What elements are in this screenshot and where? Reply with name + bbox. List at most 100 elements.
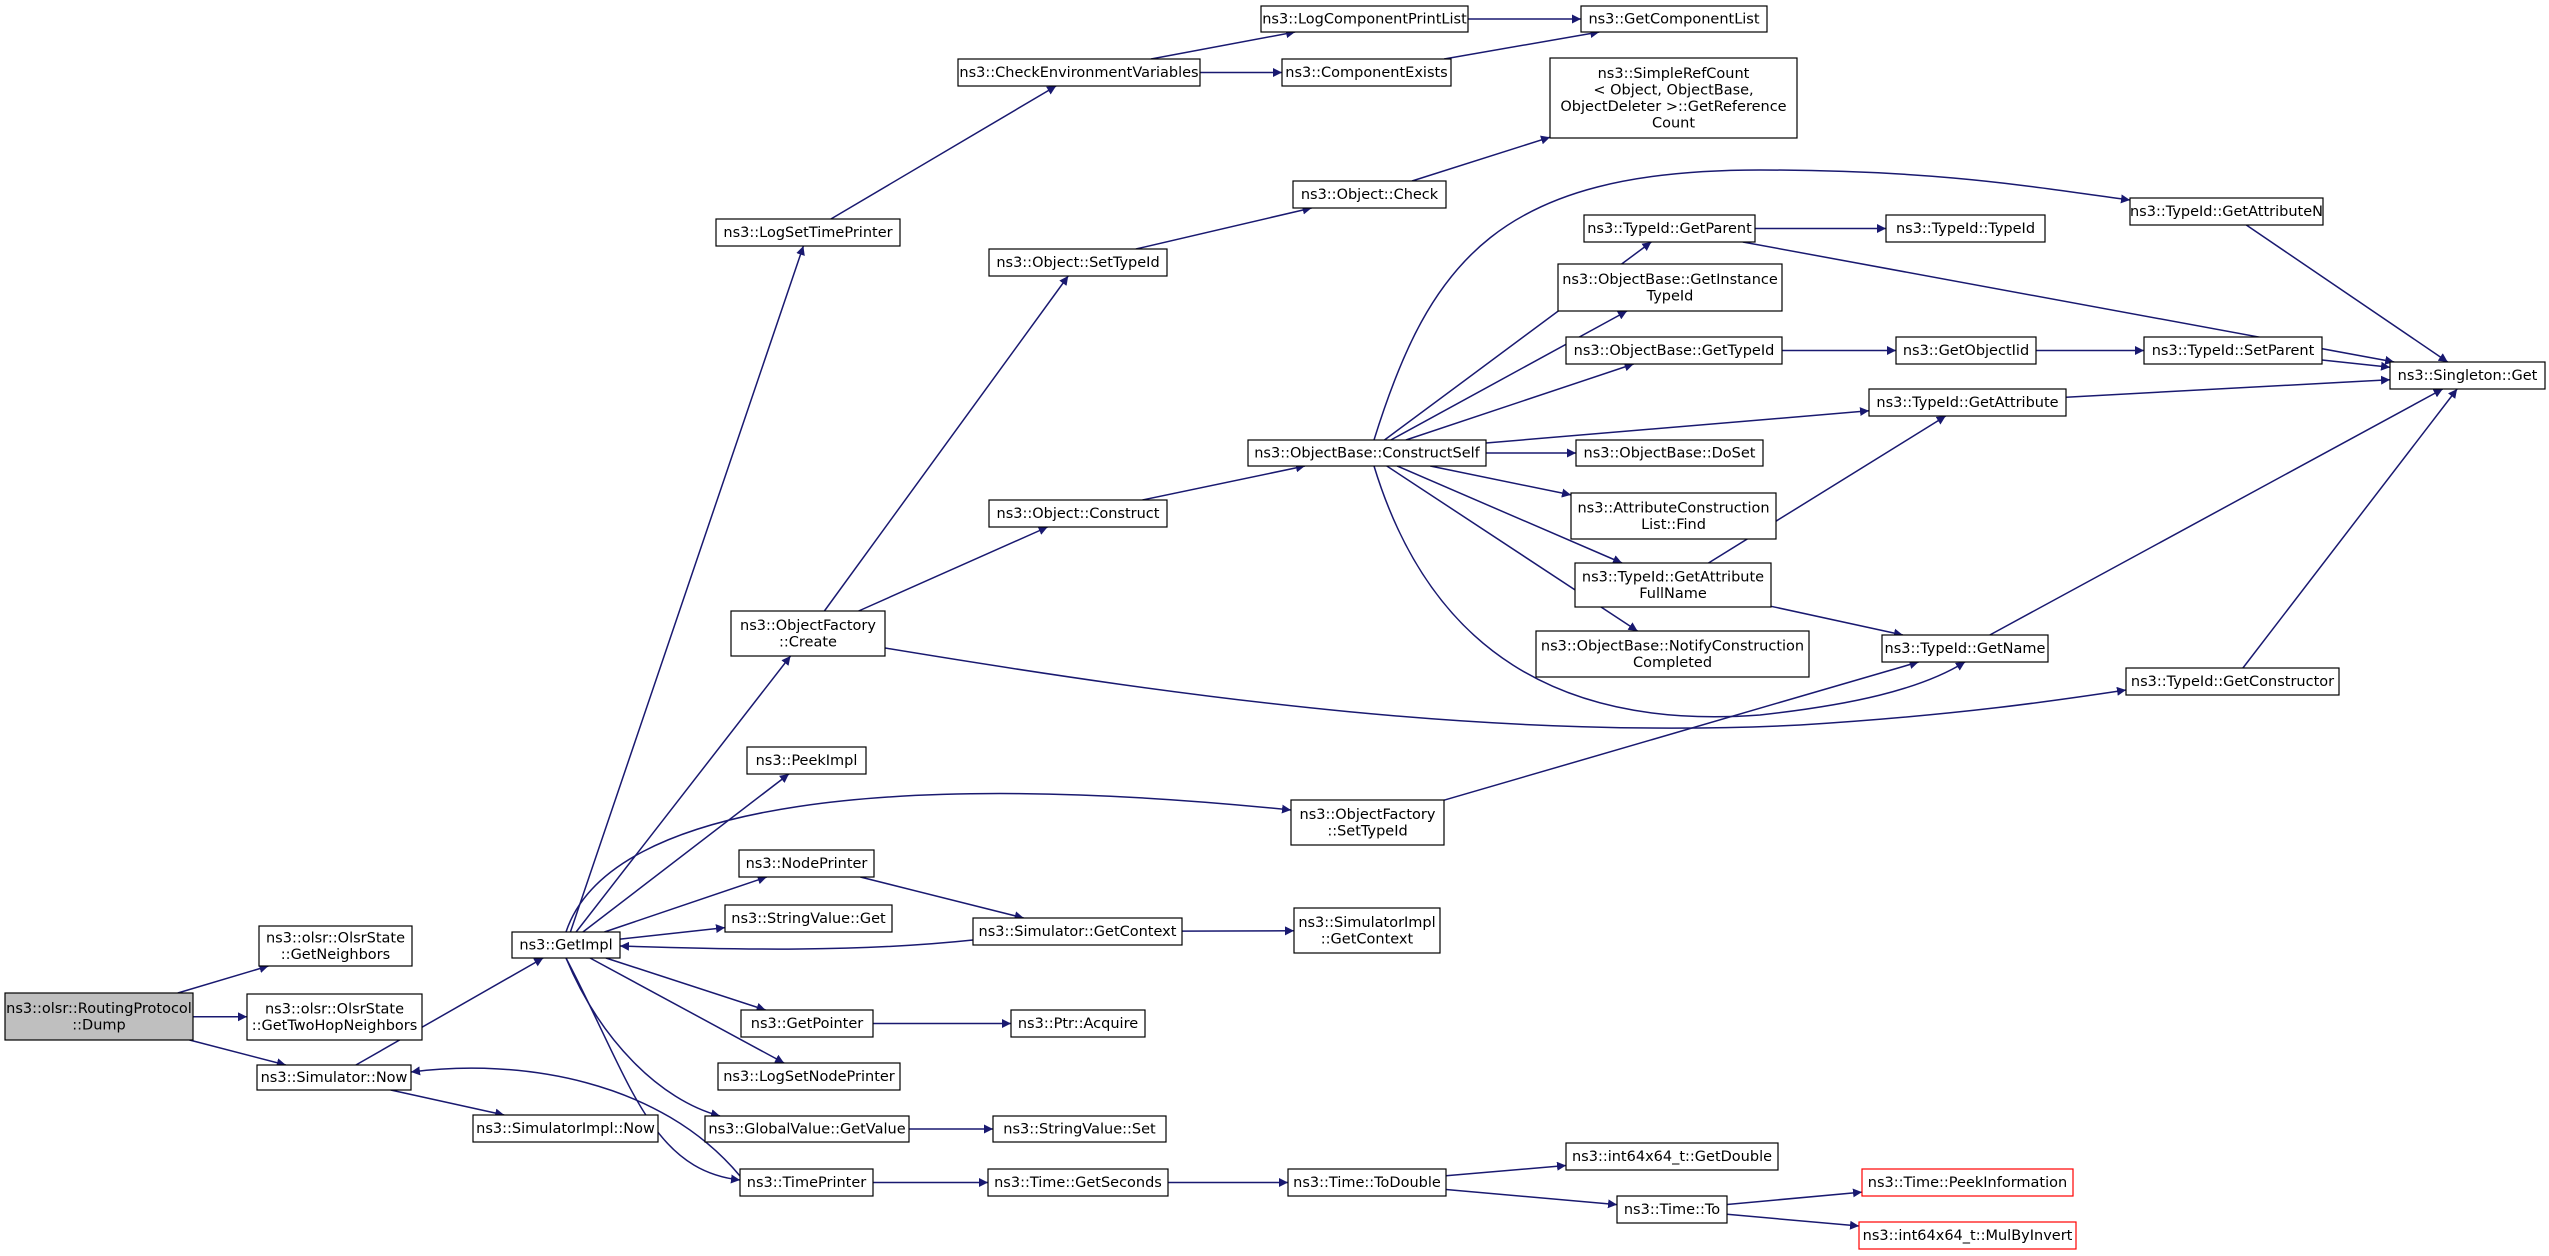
- node-singletonGet[interactable]: ns3::Singleton::Get: [2389, 361, 2546, 390]
- node-timePrinter[interactable]: ns3::TimePrinter: [739, 1168, 874, 1197]
- node-int64GetDouble[interactable]: ns3::int64x64_t::GetDouble: [1565, 1142, 1779, 1171]
- edge-line: [1411, 135, 1551, 182]
- node-timeGetSeconds[interactable]: ns3::Time::GetSeconds: [987, 1168, 1169, 1197]
- edge-line: [582, 773, 790, 933]
- edge-checkEnv-to-logCompPrintList: [1150, 29, 1296, 60]
- edge-line: [2065, 375, 2391, 398]
- edge-getImpl-to-peekImpl: [582, 773, 790, 933]
- node-timeToDouble[interactable]: ns3::Time::ToDouble: [1287, 1168, 1447, 1197]
- node-label: FullName: [1639, 586, 1707, 602]
- node-timeTo[interactable]: ns3::Time::To: [1616, 1195, 1728, 1224]
- node-label: ns3::ObjectFactory: [1300, 807, 1436, 823]
- node-ptrAcquire[interactable]: ns3::Ptr::Acquire: [1010, 1009, 1146, 1038]
- node-label: ns3::TypeId::GetAttribute: [1876, 395, 2058, 411]
- edge-objFactorySetTypeId-to-typeIdGetName: [1443, 660, 1919, 801]
- node-typeIdGetName[interactable]: ns3::TypeId::GetName: [1881, 634, 2049, 663]
- node-peekImpl[interactable]: ns3::PeekImpl: [746, 746, 867, 775]
- node-peekInformation[interactable]: ns3::Time::PeekInformation: [1861, 1168, 2074, 1197]
- node-box: [730, 610, 886, 657]
- edge-line: [1443, 29, 1600, 60]
- node-getNeighbors[interactable]: ns3::olsr::OlsrState::GetNeighbors: [258, 925, 413, 967]
- node-stringValueSet[interactable]: ns3::StringValue::Set: [992, 1115, 1167, 1143]
- node-stringValueGet[interactable]: ns3::StringValue::Get: [724, 904, 893, 933]
- edge-line: [589, 957, 785, 1064]
- node-getObjectIid[interactable]: ns3::GetObjectIid: [1895, 336, 2037, 365]
- node-typeIdTypeId[interactable]: ns3::TypeId::TypeId: [1885, 214, 2046, 243]
- node-objFactoryCreate[interactable]: ns3::ObjectFactory::Create: [730, 610, 886, 657]
- node-objFactorySetTypeId[interactable]: ns3::ObjectFactory::SetTypeId: [1290, 799, 1445, 846]
- edge-line: [189, 1039, 286, 1068]
- node-simpleRefCount[interactable]: ns3::SimpleRefCount< Object, ObjectBase,…: [1549, 57, 1798, 139]
- node-box: [715, 218, 901, 247]
- node-getConstructor[interactable]: ns3::TypeId::GetConstructor: [2125, 667, 2340, 696]
- node-checkEnv[interactable]: ns3::CheckEnvironmentVariables: [957, 58, 1201, 87]
- node-getImpl[interactable]: ns3::GetImpl: [511, 931, 621, 959]
- edge-getImpl-to-stringValueGet: [619, 924, 726, 940]
- node-simImplNow[interactable]: ns3::SimulatorImpl::Now: [472, 1114, 659, 1143]
- node-objSetTypeId[interactable]: ns3::Object::SetTypeId: [988, 248, 1168, 277]
- node-logSetTimePrinter[interactable]: ns3::LogSetTimePrinter: [715, 218, 901, 247]
- node-box: [256, 1064, 412, 1091]
- node-getAttributeN[interactable]: ns3::TypeId::GetAttributeN: [2129, 197, 2324, 226]
- edge-line: [605, 957, 766, 1012]
- node-box: [1858, 1221, 2077, 1250]
- node-label: ::GetContext: [1321, 931, 1414, 947]
- node-box: [1557, 263, 1783, 312]
- node-label: ::GetNeighbors: [281, 947, 390, 963]
- edge-line: [390, 1089, 505, 1118]
- node-box: [1868, 388, 2067, 417]
- node-constructSelf[interactable]: ns3::ObjectBase::ConstructSelf: [1247, 439, 1487, 467]
- node-label: ns3::Object::Construct: [997, 506, 1160, 522]
- node-objBaseGetTypeId[interactable]: ns3::ObjectBase::GetTypeId: [1565, 336, 1783, 365]
- node-box: [740, 1009, 874, 1038]
- edge-line: [1405, 362, 1634, 441]
- node-typeIdGetAttribute[interactable]: ns3::TypeId::GetAttribute: [1868, 388, 2067, 417]
- node-typeIdSetParent[interactable]: ns3::TypeId::SetParent: [2143, 336, 2323, 365]
- node-globalValueGetValue[interactable]: ns3::GlobalValue::GetValue: [704, 1115, 910, 1143]
- node-simNow[interactable]: ns3::Simulator::Now: [256, 1064, 412, 1091]
- node-box: [472, 1114, 659, 1143]
- node-label: ns3::LogSetTimePrinter: [723, 225, 892, 241]
- node-box: [987, 1168, 1169, 1197]
- edge-line: [1708, 415, 1947, 564]
- node-label: ns3::Simulator::Now: [261, 1070, 408, 1086]
- node-getTwoHop[interactable]: ns3::olsr::OlsrState::GetTwoHopNeighbors: [246, 993, 423, 1041]
- node-typeIdGetParent[interactable]: ns3::TypeId::GetParent: [1583, 214, 1756, 243]
- node-label: ::Create: [779, 634, 837, 650]
- node-dump[interactable]: ns3::olsr::RoutingProtocol::Dump: [4, 992, 194, 1041]
- node-box: [511, 931, 621, 959]
- node-label: ::GetTwoHopNeighbors: [252, 1018, 418, 1034]
- node-box: [1565, 336, 1783, 365]
- node-getPointer[interactable]: ns3::GetPointer: [740, 1009, 874, 1038]
- node-label: ns3::GetPointer: [751, 1016, 864, 1032]
- edge-line: [619, 939, 974, 951]
- node-simGetContext[interactable]: ns3::Simulator::GetContext: [972, 917, 1183, 946]
- node-objBaseDoSet[interactable]: ns3::ObjectBase::DoSet: [1575, 439, 1764, 467]
- node-box: [258, 925, 413, 967]
- edge-line: [2242, 388, 2458, 669]
- edge-line: [619, 924, 726, 940]
- node-mulByInvert[interactable]: ns3::int64x64_t::MulByInvert: [1858, 1221, 2077, 1250]
- node-componentExists[interactable]: ns3::ComponentExists: [1281, 58, 1452, 87]
- node-objConstruct[interactable]: ns3::Object::Construct: [988, 499, 1168, 528]
- node-box: [1549, 57, 1798, 139]
- node-label: ns3::SimulatorImpl: [1298, 915, 1435, 931]
- node-simImplGetContext[interactable]: ns3::SimulatorImpl::GetContext: [1293, 907, 1441, 954]
- node-label: ns3::ComponentExists: [1285, 65, 1448, 81]
- edge-typeIdSetParent-to-singletonGet: [2321, 359, 2391, 371]
- node-notifyConstruction[interactable]: ns3::ObjectBase::NotifyConstructionCompl…: [1535, 630, 1810, 678]
- node-label: ns3::StringValue::Get: [731, 911, 886, 927]
- node-getComponentList[interactable]: ns3::GetComponentList: [1580, 5, 1768, 33]
- node-logCompPrintList[interactable]: ns3::LogComponentPrintList: [1260, 5, 1469, 33]
- node-logSetNodePrinter[interactable]: ns3::LogSetNodePrinter: [717, 1062, 901, 1091]
- node-label: ns3::Time::ToDouble: [1293, 1175, 1441, 1191]
- edge-typeIdGetAttribute-to-singletonGet: [2065, 375, 2391, 398]
- edge-line: [1445, 1161, 1567, 1177]
- node-objCheck[interactable]: ns3::Object::Check: [1292, 180, 1447, 209]
- edge-line: [830, 85, 1057, 220]
- node-box: [2129, 197, 2324, 226]
- node-nodePrinter[interactable]: ns3::NodePrinter: [738, 849, 875, 878]
